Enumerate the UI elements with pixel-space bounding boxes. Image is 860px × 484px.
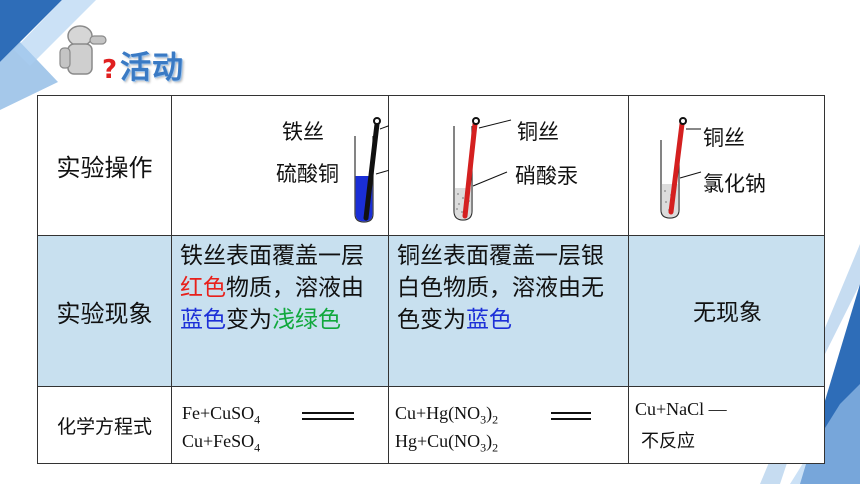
test-tube-iron-wire-icon [354,117,389,223]
phenomenon-text: 铜丝表面覆盖一层银白色物质，溶液由无色变为 [397,243,604,333]
equals-sign [551,412,591,420]
solution-label: 硫酸铜 [276,162,339,186]
phenomenon-text: 铁丝表面覆盖一层 [180,243,364,269]
phenomenon-text: 变为 [226,307,272,333]
red-color-word: 红色 [180,275,226,301]
experiment-1-phenomenon: 铁丝表面覆盖一层红色物质，溶液由蓝色变为浅绿色 [171,235,389,387]
solution-label: 硝酸汞 [515,164,578,188]
solution-label: 氯化钠 [703,172,766,196]
equals-sign [302,412,354,420]
experiment-3-equation: Cu+NaCl — 不反应 [628,386,825,464]
table-row: 实验操作 铁丝 硫酸铜 [37,95,825,236]
wire-label: 铜丝 [517,120,559,144]
equation-reactants: Fe+CuSO4 [182,403,261,427]
experiment-3-setup: 铜丝 氯化钠 [628,95,825,236]
row-label-operation: 实验操作 [37,95,172,236]
no-reaction-note: 不反应 [641,431,695,452]
table-row: 实验现象 铁丝表面覆盖一层红色物质，溶液由蓝色变为浅绿色 铜丝表面覆盖一层银白色… [37,235,825,387]
blue-color-word: 蓝色 [180,307,226,333]
experiment-1-setup: 铁丝 硫酸铜 [171,95,389,236]
equation-products: Cu+FeSO4 [182,431,261,455]
experiment-3-phenomenon: 无现象 [628,235,825,387]
row-label-phenomenon: 实验现象 [37,235,172,387]
equation-reactants: Cu+NaCl — [635,399,727,419]
light-green-color-word: 浅绿色 [272,307,341,333]
corner-decoration-top-left [0,0,96,110]
row-label-equation: 化学方程式 [37,386,172,464]
equation-products: Hg+Cu(NO3)2 [395,431,499,455]
experiment-1-equation: Fe+CuSO4 Cu+FeSO4 [171,386,389,464]
experiment-2-setup: 铜丝 硝酸汞 [388,95,629,236]
page-title: 活动 [120,50,184,86]
phenomenon-text: 物质，溶液由 [226,275,364,301]
experiment-2-equation: Cu+Hg(NO3)2 Hg+Cu(NO3)2 [388,386,629,464]
experiment-2-phenomenon: 铜丝表面覆盖一层银白色物质，溶液由无色变为蓝色 [388,235,629,387]
svg-text:?: ? [102,55,117,82]
wire-label: 铁丝 [282,120,324,144]
experiment-table: 实验操作 铁丝 硫酸铜 [37,95,825,464]
wire-label: 铜丝 [703,126,745,150]
equation-reactants: Cu+Hg(NO3)2 [395,403,499,427]
thinking-figure-with-question-mark-icon: ? [59,25,117,82]
phenomenon-text: 无现象 [693,300,762,326]
table-row: 化学方程式 Fe+CuSO4 Cu+FeSO4 Cu+Hg(NO3)2 Hg+C… [37,386,825,464]
test-tube-copper-wire-icon [453,117,512,221]
test-tube-copper-wire-icon [660,117,702,219]
blue-color-word: 蓝色 [466,307,512,333]
